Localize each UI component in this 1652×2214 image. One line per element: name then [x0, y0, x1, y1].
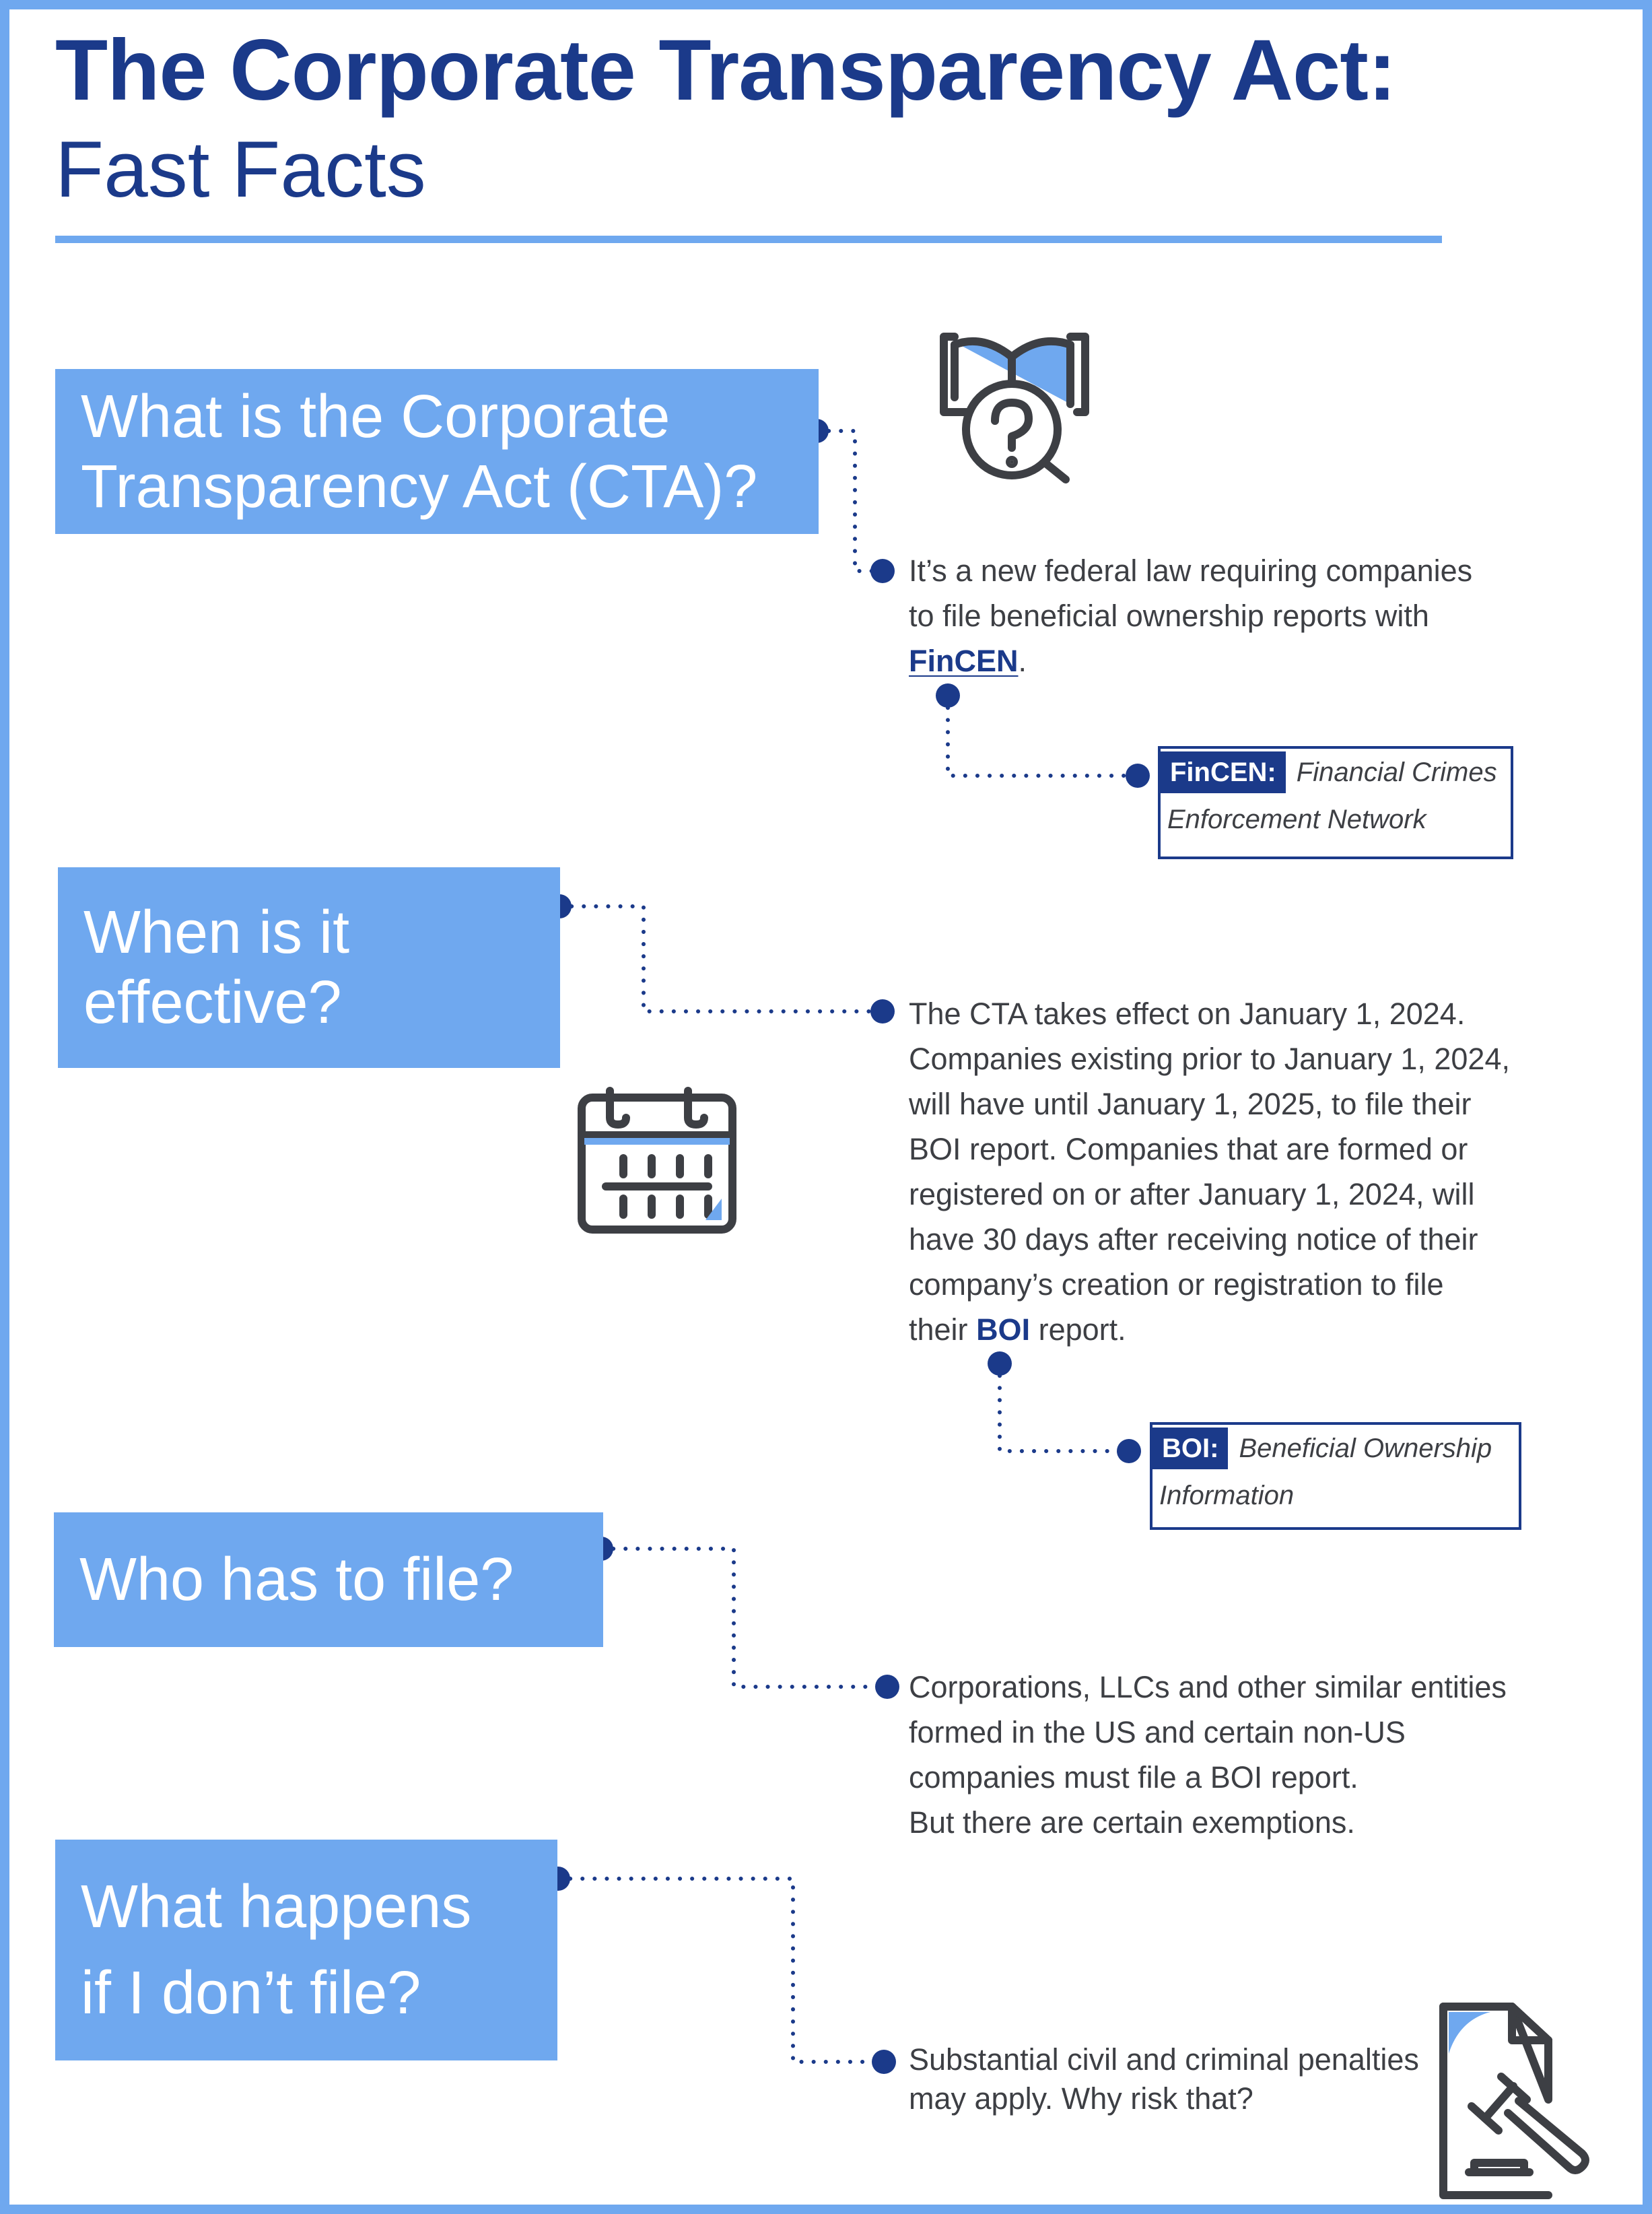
- connector-2: [557, 904, 881, 1013]
- question-line: if I don’t file?: [81, 1959, 421, 2027]
- gavel-document-icon: [1439, 2003, 1589, 2199]
- question-box-who-files: Who has to file?: [54, 1512, 603, 1647]
- answer-who-files: Corporations, LLCs and other similar ent…: [909, 1665, 1507, 1845]
- answer-when-effective: The CTA takes effect on January 1, 2024.…: [909, 991, 1510, 1352]
- answer-line: Corporations, LLCs and other similar ent…: [909, 1670, 1507, 1704]
- connector-dot: [1126, 764, 1150, 788]
- connector-dot: [870, 999, 895, 1024]
- answer-line: may apply. Why risk that?: [909, 2081, 1253, 2116]
- answer-line: But there are certain exemptions.: [909, 1805, 1355, 1840]
- connector-dot: [872, 2050, 896, 2074]
- page-title: The Corporate Transparency Act:: [55, 22, 1396, 119]
- answer-line: FinCEN.: [909, 638, 1472, 683]
- connector-4: [556, 1877, 881, 2064]
- answer-line: to file beneficial ownership reports wit…: [909, 599, 1429, 633]
- answer-line: formed in the US and certain non-US: [909, 1715, 1406, 1749]
- answer-line: company’s creation or registration to fi…: [909, 1267, 1444, 1302]
- answer-line: Companies existing prior to January 1, 2…: [909, 1042, 1510, 1076]
- definition-fincen: FinCEN: Financial Crimes Enforcement Netw…: [1158, 746, 1513, 859]
- connector-3: [599, 1547, 881, 1689]
- question-line: Transparency Act (CTA)?: [81, 452, 758, 521]
- definition-line: BOI: Beneficial Ownership: [1152, 1425, 1519, 1472]
- question-line: What happens: [81, 1873, 472, 1941]
- answer-prefix: their: [909, 1312, 968, 1347]
- answer-suffix: report.: [1038, 1312, 1126, 1347]
- definition-text: Enforcement Network: [1167, 805, 1426, 834]
- question-line: What is the Corporate: [81, 382, 670, 450]
- question-line: When is it: [83, 899, 350, 966]
- definition-text: Information: [1159, 1481, 1295, 1510]
- answer-penalties: Substantial civil and criminal penalties…: [909, 2040, 1419, 2118]
- definition-abbr: FinCEN:: [1161, 751, 1286, 793]
- title-divider: [55, 236, 1442, 243]
- question-box-what-is-cta: What is the Corporate Transparency Act (…: [55, 369, 819, 534]
- definition-text: Financial Crimes: [1296, 758, 1497, 787]
- connector-dot: [1117, 1439, 1141, 1463]
- definition-text: Beneficial Ownership: [1239, 1434, 1492, 1463]
- connector-dot: [936, 683, 960, 708]
- answer-line: have 30 days after receiving notice of t…: [909, 1222, 1478, 1256]
- question-box-when-effective: When is it effective?: [58, 867, 560, 1068]
- answer-line: It’s a new federal law requiring compani…: [909, 554, 1473, 588]
- answer-what-is-cta: It’s a new federal law requiring compani…: [909, 548, 1472, 683]
- answer-line: The CTA takes effect on January 1, 2024.: [909, 997, 1466, 1031]
- question-line: effective?: [83, 969, 342, 1036]
- connector-dot: [875, 1675, 899, 1699]
- answer-line: Substantial civil and criminal penalties: [909, 2042, 1419, 2077]
- answer-line: their BOI report.: [909, 1307, 1510, 1352]
- book-question-icon: [940, 333, 1089, 483]
- answer-suffix: .: [1018, 644, 1027, 678]
- definition-boi: BOI: Beneficial Ownership Information: [1150, 1422, 1521, 1530]
- calendar-icon: [578, 1087, 736, 1234]
- definition-abbr: BOI:: [1152, 1428, 1229, 1469]
- connector-1: [815, 429, 881, 573]
- term-fincen: FinCEN: [909, 644, 1019, 678]
- connector-2-def: [998, 1362, 1131, 1453]
- answer-line: BOI report. Companies that are formed or: [909, 1132, 1468, 1166]
- answer-line: companies must file a BOI report.: [909, 1760, 1358, 1794]
- answer-line: registered on or after January 1, 2024, …: [909, 1177, 1475, 1211]
- question-box-penalties: What happens if I don’t file?: [55, 1840, 557, 2060]
- definition-line: FinCEN: Financial Crimes: [1161, 749, 1511, 796]
- term-boi: BOI: [976, 1312, 1031, 1347]
- answer-line: will have until January 1, 2025, to file…: [909, 1087, 1472, 1121]
- page-subtitle: Fast Facts: [55, 125, 426, 214]
- question-line: Who has to file?: [79, 1546, 514, 1613]
- connector-dot: [988, 1351, 1012, 1376]
- connector-dot: [870, 559, 895, 583]
- connector-1-def: [946, 694, 1140, 778]
